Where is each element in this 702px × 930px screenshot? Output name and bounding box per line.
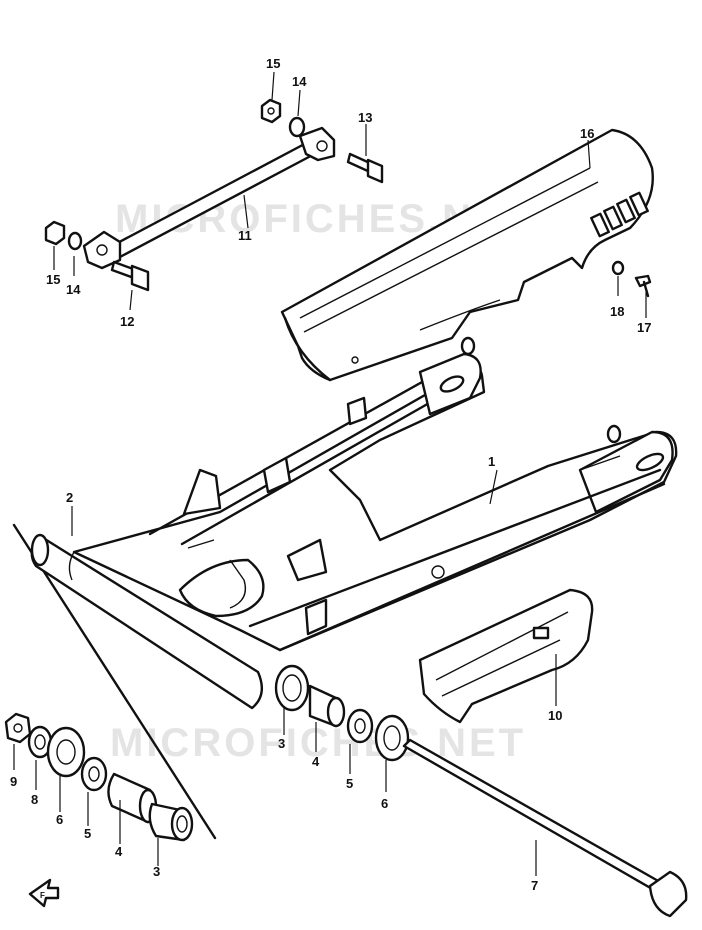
part-label-14-upper: 14: [292, 74, 307, 89]
part-washer-right-5: [346, 708, 374, 744]
part-seal-left-6: [46, 726, 86, 778]
part-chain-case: [280, 128, 654, 382]
part-washer-left-8: [27, 725, 53, 759]
perspective-guide: [12, 523, 217, 840]
part-screw-17: [634, 274, 652, 298]
part-label-5-right: 5: [346, 776, 353, 791]
part-label-6-left: 6: [56, 812, 63, 827]
part-label-3-right: 3: [278, 736, 285, 751]
part-label-3-left: 3: [153, 864, 160, 879]
part-swing-arm: [30, 336, 678, 710]
part-bearing-right-3: [274, 664, 310, 712]
part-nut-lower: [44, 220, 66, 246]
front-arrow-label: F: [40, 891, 45, 900]
part-washer-upper: [288, 116, 306, 138]
part-bolt-13: [346, 152, 384, 184]
part-label-9: 9: [10, 774, 17, 789]
part-label-18: 18: [610, 304, 624, 319]
part-bearing-left-3: [148, 802, 194, 842]
part-label-4-left: 4: [115, 844, 123, 859]
part-bolt-12: [110, 260, 150, 292]
part-chain-guard: [418, 588, 594, 724]
front-direction-arrow-icon: F: [28, 878, 60, 908]
part-label-13: 13: [358, 110, 372, 125]
part-label-12: 12: [120, 314, 134, 329]
part-label-6-right: 6: [381, 796, 388, 811]
part-label-2: 2: [66, 490, 73, 505]
part-label-1: 1: [488, 454, 495, 469]
leader-lines: [13, 71, 647, 876]
part-washer-left-5: [80, 756, 108, 792]
part-label-14-lower: 14: [66, 282, 81, 297]
part-label-17: 17: [637, 320, 651, 335]
part-label-7: 7: [531, 878, 538, 893]
part-label-4-right: 4: [312, 754, 320, 769]
part-seal-right-6: [374, 714, 410, 762]
part-label-15-lower: 15: [46, 272, 60, 287]
part-label-16: 16: [580, 126, 594, 141]
part-labels: 1 2 3 3 4 4 5 5 6 6 7 8 9 10 11 12 13 14…: [10, 56, 651, 893]
part-label-11: 11: [238, 228, 252, 243]
part-nut-left-9: [4, 712, 32, 744]
part-label-10: 10: [548, 708, 562, 723]
part-label-8: 8: [31, 792, 38, 807]
part-washer-lower: [67, 231, 83, 251]
part-label-5-left: 5: [84, 826, 91, 841]
part-torque-arm: [82, 126, 336, 270]
part-pivot-shaft: [402, 738, 688, 918]
part-collar-right-4: [308, 684, 346, 728]
part-label-15-upper: 15: [266, 56, 280, 71]
part-washer-18: [611, 260, 625, 276]
part-nut-upper: [260, 98, 282, 124]
